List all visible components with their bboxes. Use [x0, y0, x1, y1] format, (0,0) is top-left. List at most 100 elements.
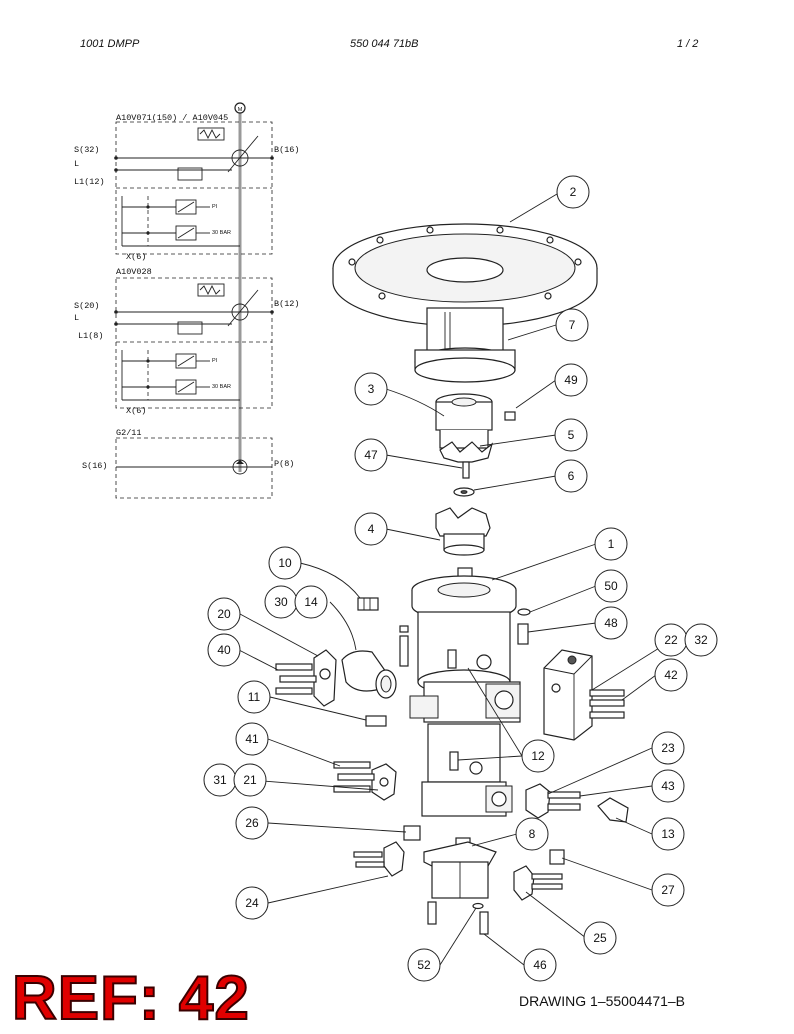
- svg-text:1: 1: [608, 537, 615, 551]
- schematic-motor-marker: [234, 102, 246, 114]
- part-52-washer: [427, 901, 484, 925]
- callout-8: 8: [515, 817, 549, 851]
- svg-text:42: 42: [664, 668, 678, 682]
- svg-text:52: 52: [417, 958, 431, 972]
- svg-text:20: 20: [217, 607, 231, 621]
- block2-port-l1: L1(8): [78, 331, 104, 341]
- block3-port-p: P(8): [274, 459, 294, 469]
- block2-title: A10V028: [116, 267, 152, 277]
- callout-46: 46: [523, 948, 557, 982]
- svg-text:12: 12: [531, 749, 545, 763]
- callout-10: 10: [268, 546, 302, 580]
- svg-text:23: 23: [661, 741, 675, 755]
- hydraulic-schematic: M A10V071(150) / A10V045 S(32) L L1(12) …: [74, 102, 300, 499]
- block1-port-l: L: [74, 159, 79, 169]
- header-part-number: 550 044 71bB: [350, 38, 419, 50]
- schematic-marker-label: M: [238, 107, 243, 113]
- svg-text:46: 46: [533, 958, 547, 972]
- part-43-bolts: [547, 791, 581, 811]
- block2-bar-label: 30 BAR: [212, 384, 231, 390]
- block2-pi-label: PI: [212, 358, 218, 364]
- callout-31: 31: [203, 763, 237, 797]
- part-30-screw: [399, 625, 409, 667]
- schematic-block-2: [115, 277, 273, 409]
- svg-text:31: 31: [213, 773, 227, 787]
- part-48-screw: [517, 623, 529, 645]
- leader-lines: [238, 193, 673, 966]
- callout-12: 12: [521, 739, 555, 773]
- block2-port-s: S(20): [74, 301, 100, 311]
- callout-13: 13: [651, 817, 685, 851]
- header-doc-code: 1001 DMPP: [80, 38, 140, 50]
- block1-title: A10V071(150) / A10V045: [116, 113, 228, 123]
- callout-52: 52: [407, 948, 441, 982]
- part-49-key: [504, 411, 516, 421]
- callout-48: 48: [594, 606, 628, 640]
- callout-5: 5: [554, 418, 588, 452]
- block1-port-b: B(16): [274, 145, 300, 155]
- part-1-main-pump: [409, 567, 521, 817]
- block3-symbols: [116, 459, 272, 475]
- part-11-fitting: [365, 715, 387, 727]
- block1-symbols: [114, 127, 274, 247]
- part-4-coupling-half: [435, 507, 491, 556]
- ref-number-stamp: REF: 42: [11, 964, 250, 1033]
- svg-text:40: 40: [217, 643, 231, 657]
- part-10-fitting: [357, 597, 379, 611]
- svg-text:22: 22: [664, 633, 678, 647]
- block1-port-l1: L1(12): [74, 177, 105, 187]
- part-41-bolts: [333, 761, 375, 793]
- part-14-elbow: [341, 650, 397, 699]
- callout-42: 42: [654, 658, 688, 692]
- part-47-pin: [462, 461, 470, 479]
- svg-text:8: 8: [529, 827, 536, 841]
- svg-text:3: 3: [368, 382, 375, 396]
- callout-4: 4: [354, 512, 388, 546]
- svg-text:10: 10: [278, 556, 292, 570]
- callout-27: 27: [651, 873, 685, 907]
- part-21-flange: [371, 763, 397, 801]
- svg-text:49: 49: [564, 373, 578, 387]
- svg-text:7: 7: [569, 318, 576, 332]
- callout-25: 25: [583, 921, 617, 955]
- part-13-elbow-fitting: [597, 797, 629, 823]
- callout-22: 22: [654, 623, 688, 657]
- block2-port-x: X(6): [126, 406, 146, 416]
- block1-port-s: S(32): [74, 145, 100, 155]
- callout-24: 24: [235, 886, 269, 920]
- callout-41: 41: [235, 722, 269, 756]
- drawing-number: DRAWING 1–55004471–B: [519, 993, 686, 1009]
- callout-1: 1: [594, 527, 628, 561]
- callout-32: 32: [684, 623, 718, 657]
- callout-14: 14: [294, 585, 328, 619]
- svg-text:25: 25: [593, 931, 607, 945]
- part-22-valve-block: [543, 649, 593, 741]
- part-46-screw: [479, 911, 489, 935]
- schematic-block-1: [115, 121, 273, 255]
- part-25-flange: [513, 865, 563, 901]
- svg-text:21: 21: [243, 773, 257, 787]
- callout-40: 40: [207, 633, 241, 667]
- svg-text:2: 2: [570, 185, 577, 199]
- part-23-flange: [525, 783, 551, 819]
- block1-pi-label: PI: [212, 204, 218, 210]
- callout-47: 47: [354, 438, 388, 472]
- svg-text:4: 4: [368, 522, 375, 536]
- svg-text:50: 50: [604, 579, 618, 593]
- part-2-bellhousing: [332, 223, 598, 383]
- block1-bar-label: 30 BAR: [212, 230, 231, 236]
- callout-23: 23: [651, 731, 685, 765]
- svg-text:41: 41: [245, 732, 259, 746]
- callout-43: 43: [651, 769, 685, 803]
- part-12-plugs: [447, 649, 459, 771]
- svg-text:26: 26: [245, 816, 259, 830]
- header-page-number: 1 / 2: [677, 38, 699, 50]
- part-6-washer: [453, 487, 475, 497]
- part-8-gear-pump: [423, 837, 497, 899]
- svg-text:24: 24: [245, 896, 259, 910]
- svg-text:13: 13: [661, 827, 675, 841]
- block2-port-b: B(12): [274, 299, 300, 309]
- block3-port-s: S(16): [82, 461, 108, 471]
- callout-11: 11: [237, 680, 271, 714]
